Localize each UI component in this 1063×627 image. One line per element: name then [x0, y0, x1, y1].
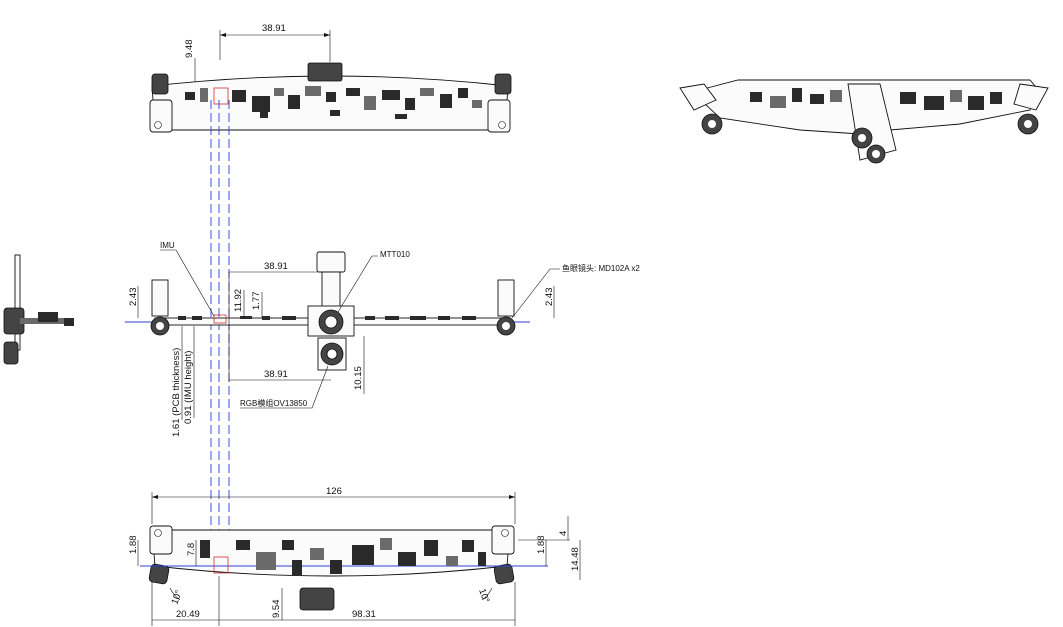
dim-mid-bottom-width: 38.91 — [264, 369, 288, 380]
dim-bottom-left-edge: 1.88 — [128, 536, 139, 555]
label-fisheye: 鱼眼镜头: MD102A x2 — [562, 263, 640, 273]
dim-mid-v1: 11.92 — [233, 289, 244, 312]
side-view — [3, 254, 74, 365]
dim-mid-lens-left: 2.43 — [128, 288, 139, 307]
dim-angle-left: 10° — [169, 589, 184, 606]
dim-bottom-right-4: 4 — [558, 531, 569, 536]
top-components — [185, 86, 482, 119]
bottom-components — [200, 538, 486, 576]
dim-mid-rgb-height: 10.15 — [353, 366, 364, 390]
dim-angle-right: 10° — [476, 587, 491, 604]
label-rgb: RGB模组OV13850 — [240, 398, 308, 408]
dim-bottom-span: 98.31 — [352, 609, 376, 620]
dim-top-offset: 38.91 — [262, 23, 286, 34]
dim-mid-v2: 1.77 — [251, 292, 262, 311]
top-view: 38.91 9.48 — [149, 23, 512, 133]
dim-top-height: 9.48 — [184, 40, 195, 59]
dim-mid-top-width: 38.91 — [264, 261, 288, 272]
label-imu: IMU — [160, 241, 175, 250]
dim-imu-height: 0.91 (IMU height) — [183, 351, 194, 424]
label-mtt: MTT010 — [380, 250, 410, 259]
dim-bottom-right-edge: 1.88 — [536, 536, 547, 555]
dim-total-width: 126 — [326, 486, 342, 497]
isometric-view — [679, 79, 1049, 164]
dim-bottom-right-height: 14.48 — [570, 547, 581, 571]
dim-bottom-left-offset: 20.49 — [176, 609, 200, 620]
front-view: 38.91 38.91 2.43 2.43 11.92 1.77 10.15 1… — [125, 241, 640, 437]
dim-pcb-thickness: 1.61 (PCB thickness) — [171, 348, 182, 437]
dim-bottom-depth: 9.54 — [271, 600, 282, 619]
dim-mid-lens-right: 2.43 — [544, 288, 555, 307]
dim-bottom-small: 7.8 — [186, 543, 197, 556]
bottom-view: 126 1.88 7.8 1.88 4 14.48 10° 10° 20.49 … — [128, 486, 581, 626]
